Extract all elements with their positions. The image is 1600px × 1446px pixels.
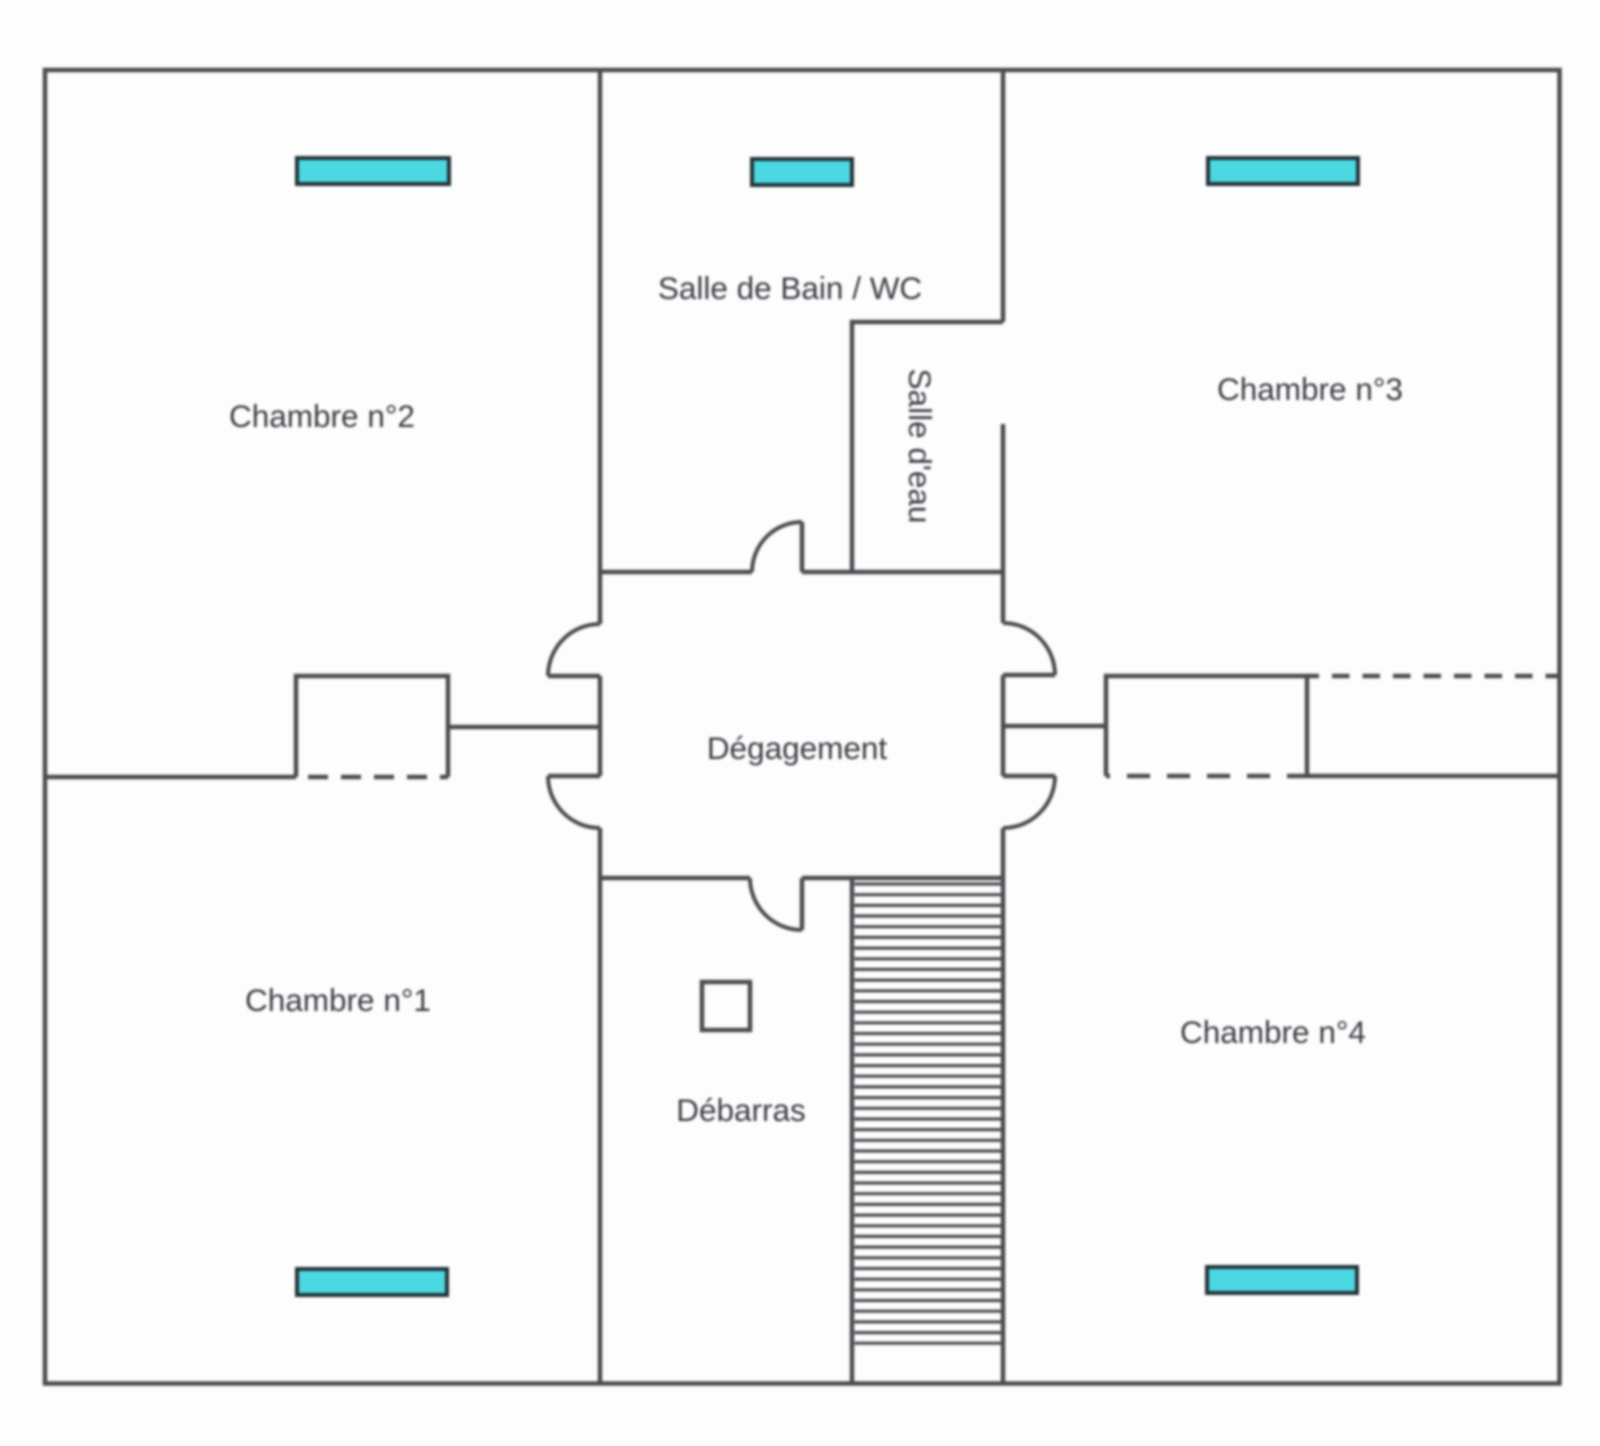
svg-text:Chambre n°1: Chambre n°1 [245,982,431,1018]
svg-text:Salle d'eau: Salle d'eau [902,369,938,524]
svg-text:Salle de Bain / WC: Salle de Bain / WC [658,270,922,306]
svg-text:Dégagement: Dégagement [707,730,888,766]
svg-text:Débarras: Débarras [676,1092,806,1128]
svg-text:Chambre n°4: Chambre n°4 [1180,1014,1366,1050]
svg-text:Chambre n°2: Chambre n°2 [229,398,415,434]
svg-text:Chambre n°3: Chambre n°3 [1217,371,1403,407]
